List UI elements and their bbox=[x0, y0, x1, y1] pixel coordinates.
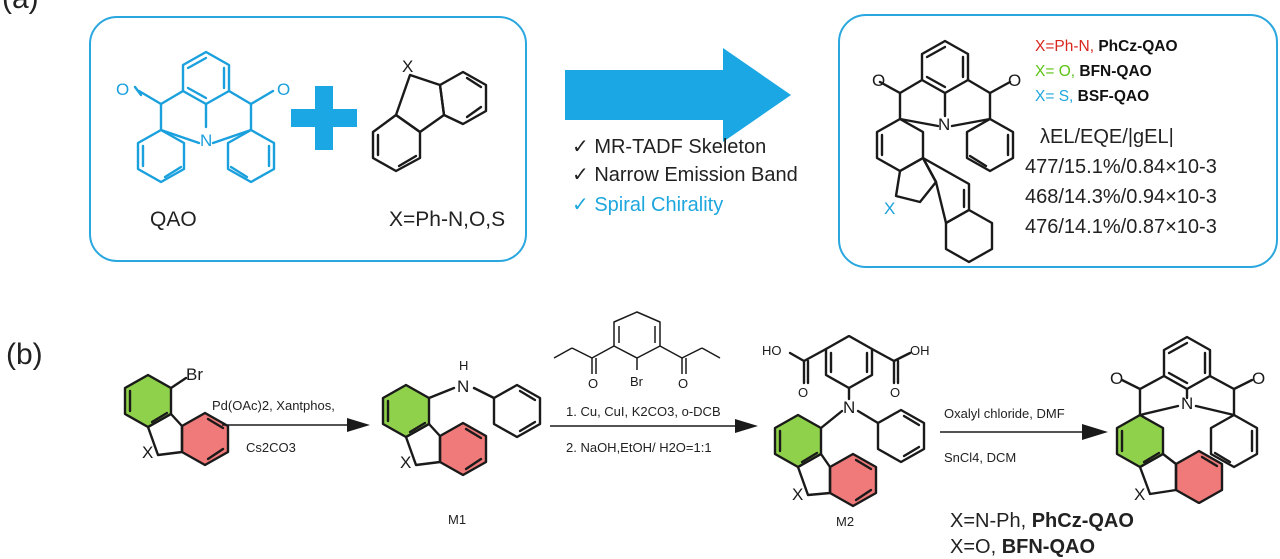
svg-text:X: X bbox=[1134, 485, 1145, 504]
svg-text:O: O bbox=[1008, 71, 1021, 90]
panel-b-label: (b) bbox=[6, 338, 43, 371]
panel-a-label: (a) bbox=[2, 0, 39, 16]
metrics-row-2: 468/14.3%/0.94×10-3 bbox=[1025, 186, 1217, 208]
svg-text:O: O bbox=[678, 376, 688, 390]
step2-arrow bbox=[550, 419, 758, 433]
metrics-header: λEL/EQE/|gEL| bbox=[1040, 126, 1174, 148]
metrics-row-3: 476/14.1%/0.87×10-3 bbox=[1025, 216, 1217, 238]
m1-label: M1 bbox=[448, 512, 467, 527]
check-skeleton: ✓ MR-TADF Skeleton bbox=[572, 136, 767, 158]
plus-icon-vertical bbox=[315, 86, 333, 150]
m2-label: M2 bbox=[836, 514, 855, 529]
step2-line1: 1. Cu, CuI, K2CO3, o-DCB bbox=[566, 404, 721, 419]
svg-text:X: X bbox=[400, 453, 411, 472]
svg-text:N: N bbox=[200, 131, 212, 150]
svg-text:X: X bbox=[402, 57, 413, 76]
x-line-phcz: X=N-Ph, PhCz-QAO bbox=[950, 510, 1134, 532]
legend-phcz: X=Ph-N, PhCz-QAO bbox=[1035, 38, 1178, 55]
m1-structure: N H X bbox=[381, 358, 542, 477]
svg-text:O: O bbox=[1110, 369, 1123, 388]
svg-text:Br: Br bbox=[630, 374, 644, 389]
step3-top: Oxalyl chloride, DMF bbox=[944, 406, 1065, 421]
step3-bottom: SnCl4, DCM bbox=[944, 450, 1017, 465]
svg-text:X: X bbox=[142, 443, 153, 462]
m2-structure: HO OH O O N X bbox=[762, 335, 930, 508]
step2-line2: 2. NaOH,EtOH/ H2O=1:1 bbox=[566, 440, 712, 455]
dibenzo-heterocycle-structure: X bbox=[371, 57, 488, 173]
check-narrow-band: ✓ Narrow Emission Band bbox=[572, 164, 798, 186]
svg-text:Br: Br bbox=[186, 365, 203, 384]
qao-structure: O O N bbox=[116, 50, 290, 184]
svg-text:HO: HO bbox=[762, 343, 782, 358]
reagent-structure: O O Br bbox=[553, 311, 721, 390]
product-structure: O O N X bbox=[872, 39, 1021, 264]
svg-text:O: O bbox=[1252, 369, 1265, 388]
reactants-box bbox=[89, 16, 527, 262]
svg-text:N: N bbox=[938, 115, 950, 134]
svg-text:X: X bbox=[884, 199, 895, 218]
svg-text:O: O bbox=[798, 385, 808, 400]
svg-text:X: X bbox=[792, 485, 803, 504]
qao-caption: QAO bbox=[150, 208, 197, 231]
step1-top: Pd(OAc)2, Xantphos, bbox=[212, 398, 335, 413]
svg-text:O: O bbox=[872, 71, 885, 90]
legend-bfn: X= O, BFN-QAO bbox=[1035, 63, 1152, 80]
products-box bbox=[838, 14, 1278, 268]
step1-arrow bbox=[222, 418, 370, 432]
step3-arrow bbox=[940, 424, 1108, 440]
starting-material-structure: Br X bbox=[123, 365, 230, 467]
svg-text:O: O bbox=[890, 385, 900, 400]
svg-text:N: N bbox=[457, 377, 469, 396]
svg-text:OH: OH bbox=[910, 343, 930, 358]
svg-text:O: O bbox=[116, 80, 129, 99]
x-line-bfn: X=O, BFN-QAO bbox=[950, 536, 1096, 558]
metrics-row-1: 477/15.1%/0.84×10-3 bbox=[1025, 156, 1217, 178]
svg-text:O: O bbox=[588, 376, 598, 390]
final-product-structure: O O N X bbox=[1110, 335, 1265, 504]
legend-bsf: X= S, BSF-QAO bbox=[1035, 88, 1150, 105]
svg-text:H: H bbox=[459, 358, 468, 373]
reaction-arrow bbox=[565, 48, 791, 142]
x-caption: X=Ph-N,O,S bbox=[389, 208, 506, 231]
svg-text:O: O bbox=[277, 80, 290, 99]
svg-text:N: N bbox=[843, 398, 855, 417]
check-spiral-chirality: ✓ Spiral Chirality bbox=[572, 194, 724, 216]
svg-text:N: N bbox=[1181, 394, 1193, 413]
step1-bottom: Cs2CO3 bbox=[246, 440, 296, 455]
